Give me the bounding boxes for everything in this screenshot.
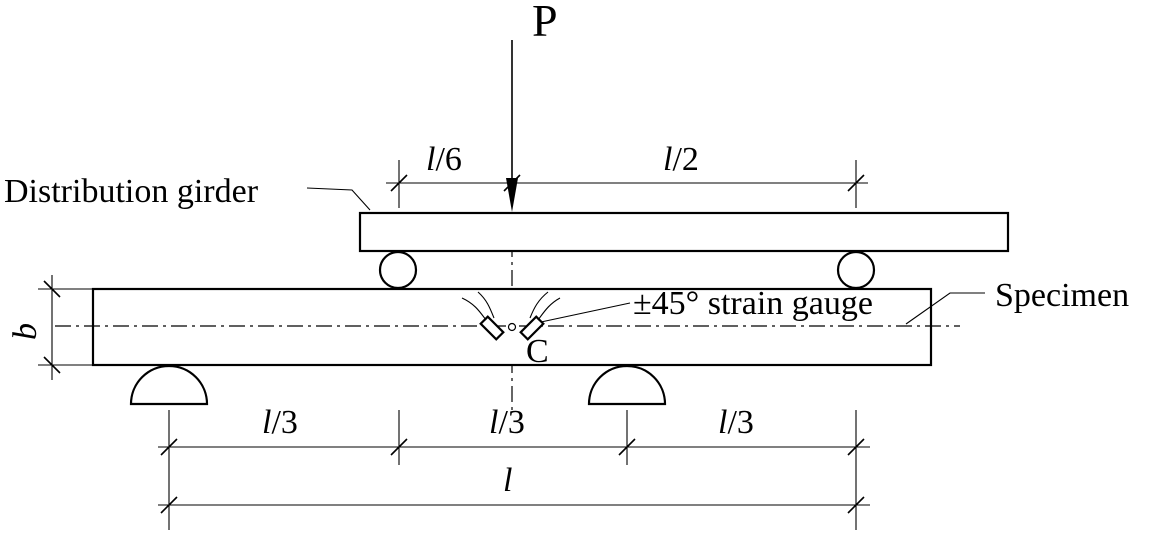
strain-gauge-label: ±45° strain gauge xyxy=(633,285,873,322)
point-c-label: C xyxy=(526,333,549,370)
dim-span-1: l/3 xyxy=(262,404,298,441)
gauge-leader xyxy=(540,302,631,323)
strain-gauge-right xyxy=(519,291,561,341)
depth-dimension xyxy=(38,275,93,380)
point-c-marker xyxy=(507,322,517,332)
support-right xyxy=(587,364,667,406)
dim-span-2: l/3 xyxy=(489,404,525,441)
roller-left xyxy=(378,250,418,290)
top-dimension xyxy=(386,160,868,208)
total-dimension xyxy=(158,496,870,514)
dim-total: l xyxy=(503,462,512,499)
dim-top-right: l/2 xyxy=(663,141,699,178)
depth-label: b xyxy=(7,323,44,340)
specimen-leader xyxy=(905,292,985,325)
roller-right xyxy=(836,250,876,290)
specimen-label: Specimen xyxy=(995,277,1129,314)
support-left xyxy=(129,364,209,406)
strain-gauge-left xyxy=(461,291,505,341)
distribution-girder-label: Distribution girder xyxy=(4,173,259,210)
girder-leader xyxy=(306,187,371,211)
load-label: P xyxy=(532,0,558,46)
dim-top-left: l/6 xyxy=(426,141,462,178)
span-dimension xyxy=(158,410,870,530)
dim-span-3: l/3 xyxy=(718,404,754,441)
distribution-girder xyxy=(358,211,1010,253)
